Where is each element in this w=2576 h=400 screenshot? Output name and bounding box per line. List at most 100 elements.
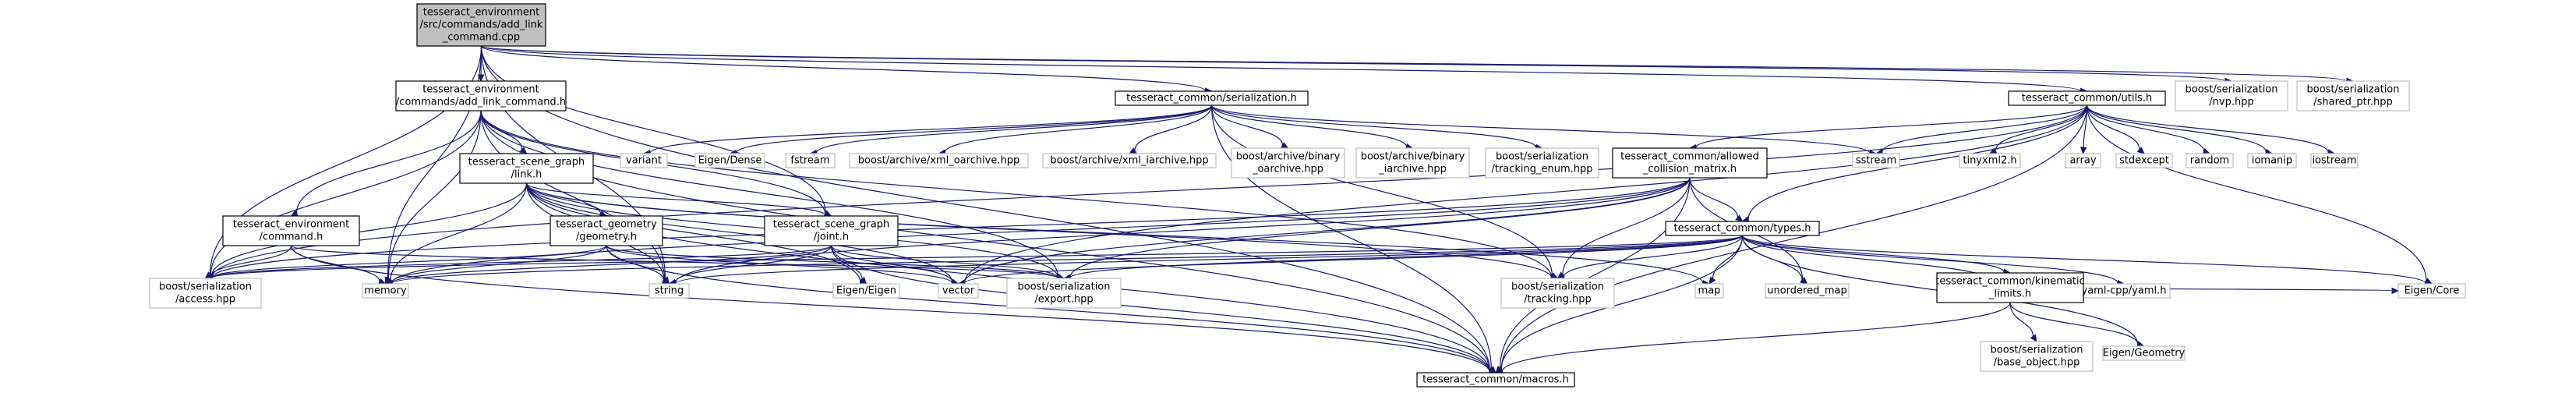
node-box: [832, 283, 900, 299]
node-box: [938, 283, 979, 299]
node-label-line: tesseract_geometry: [556, 219, 657, 231]
node-binary-oarchive: boost/archive/binary_oarchive.hpp: [1231, 147, 1345, 179]
node-label-line: /shared_ptr.hpp: [2313, 97, 2393, 108]
node-label-line: map: [1698, 285, 1721, 297]
node-nvp-hpp: boost/serialization/nvp.hpp: [2175, 80, 2288, 112]
node-label-line: array: [2069, 155, 2096, 167]
edge-line: [295, 110, 482, 214]
node-label-line: boost/archive/xml_iarchive.hpp: [1050, 155, 1208, 167]
edge-line: [1882, 104, 2088, 153]
node-box: [2175, 80, 2288, 112]
edge-line: [963, 104, 2088, 283]
edge-arrowhead: [477, 74, 485, 83]
node-label-line: _command.cpp: [442, 32, 520, 44]
node-box: [1980, 341, 2094, 372]
node-label-line: /tracking_enum.hpp: [1491, 164, 1592, 175]
edge-line: [1741, 235, 2005, 273]
node-link-h[interactable]: tesseract_scene_graph/link.h: [459, 153, 594, 184]
edge-root-to-utils_h: [480, 45, 2088, 95]
edge-line: [2009, 302, 2139, 345]
node-label-line: tesseract_environment: [422, 84, 539, 96]
edge-serialization_h-to-eigen_dense: [729, 104, 1213, 157]
edge-line: [480, 45, 826, 214]
edge-line: [1563, 235, 1744, 278]
edge-line: [390, 245, 832, 284]
edge-joint_h-to-eigen_eigen: [830, 245, 868, 285]
edge-root-to-joint_h: [480, 45, 832, 217]
node-label-line: tinyxml2.h: [1963, 155, 2016, 167]
node-label-line: /tracking.hpp: [1524, 294, 1591, 306]
node-map: map: [1694, 283, 1724, 299]
node-label-line: memory: [364, 285, 407, 297]
node-label-line: boost/serialization: [159, 281, 252, 293]
node-eigen-geometry: Eigen/Geometry: [2102, 345, 2186, 361]
node-label-line: tesseract_environment: [423, 7, 540, 19]
node-label-line: boost/serialization: [1496, 151, 1588, 163]
node-base-object-hpp: boost/serialization/base_object.hpp: [1980, 341, 2094, 372]
node-box: [764, 215, 899, 246]
node-command-h[interactable]: tesseract_environment/command.h: [222, 215, 360, 246]
edge-kinematic_limits_h-to-macros_h: [1494, 302, 2011, 376]
node-iomanip: iomanip: [2247, 153, 2297, 168]
node-eigen-dense: Eigen/Dense: [694, 153, 765, 168]
node-types-h[interactable]: tesseract_common/types.h: [1665, 221, 1820, 236]
node-label-line: boost/archive/binary: [1361, 151, 1465, 163]
edge-utils_h-to-allowed_collision_matrix_h: [1688, 104, 2088, 151]
node-serialization-h[interactable]: tesseract_common/serialization.h: [1115, 90, 1309, 106]
node-root[interactable]: tesseract_environment/src/commands/add_l…: [416, 3, 546, 47]
edge-kinematic_limits_h-to-base_object_hpp: [2009, 302, 2037, 343]
edge-line: [525, 182, 1704, 284]
edge-line: [210, 245, 832, 279]
node-label-line: yaml-cpp/yaml.h: [2082, 285, 2167, 297]
node-box: [149, 278, 262, 309]
edge-line: [210, 245, 292, 277]
edge-line: [2086, 104, 2427, 281]
node-box: [1006, 278, 1122, 309]
node-macros-h[interactable]: tesseract_common/macros.h: [1416, 372, 1575, 388]
node-tinyxml2-h: tinyxml2.h: [1959, 153, 2021, 168]
node-label-line: /access.hpp: [175, 294, 235, 306]
node-box: [459, 153, 594, 184]
edge-line: [2009, 302, 2034, 337]
node-box: [2065, 153, 2101, 168]
edge-line: [387, 110, 482, 278]
edge-utils_h-to-stdexcept: [2086, 104, 2145, 154]
nodes-layer: tesseract_environment/src/commands/add_l…: [149, 3, 2466, 388]
node-box: [1959, 153, 2021, 168]
node-geometry-h[interactable]: tesseract_geometry/geometry.h: [549, 215, 663, 246]
edge-line: [2086, 104, 2205, 152]
node-kinematic-limits-h[interactable]: tesseract_common/kinematic_limits.h: [1935, 272, 2085, 303]
edge-serialization_h-to-variant: [642, 104, 1213, 157]
edge-line: [735, 104, 1213, 154]
edge-line: [480, 45, 2348, 82]
node-box: [1665, 221, 1820, 236]
edge-geometry_h-to-memory: [384, 245, 607, 286]
node-label-line: /commands/add_link_command.h: [396, 97, 566, 108]
node-allowed-collision-matrix-h[interactable]: tesseract_common/allowed_collision_matri…: [1612, 147, 1768, 179]
edge-command_h-to-access_hpp: [204, 245, 292, 279]
node-box: [1355, 147, 1470, 179]
node-box: [2102, 345, 2186, 361]
edge-line: [1695, 104, 2088, 148]
edge-serialization_h-to-fstream: [809, 104, 1213, 157]
node-label-line: boost/serialization: [2306, 84, 2399, 96]
node-box: [620, 153, 668, 168]
edge-geometry_h-to-macros_h: [606, 245, 1497, 376]
node-box: [1936, 272, 2084, 303]
edge-line: [1747, 104, 2088, 220]
node-unordered-map: unordered_map: [1765, 283, 1850, 299]
node-box: [395, 80, 567, 112]
node-joint-h[interactable]: tesseract_scene_graph/joint.h: [764, 215, 899, 246]
edge-line: [210, 245, 607, 278]
node-label-line: tesseract_environment: [233, 219, 350, 231]
node-label-line: boost/archive/binary: [1236, 151, 1341, 163]
edge-line: [1501, 302, 2011, 373]
node-utils-h[interactable]: tesseract_common/utils.h: [2008, 90, 2166, 106]
node-box: [2247, 153, 2297, 168]
node-add-link-command-h[interactable]: tesseract_environment/commands/add_link_…: [395, 80, 567, 112]
edge-line: [525, 182, 953, 283]
edge-arrowhead: [1800, 277, 1808, 285]
edge-line: [963, 235, 1744, 285]
node-box: [2310, 153, 2359, 168]
node-eigen-core: Eigen/Core: [2398, 283, 2466, 299]
